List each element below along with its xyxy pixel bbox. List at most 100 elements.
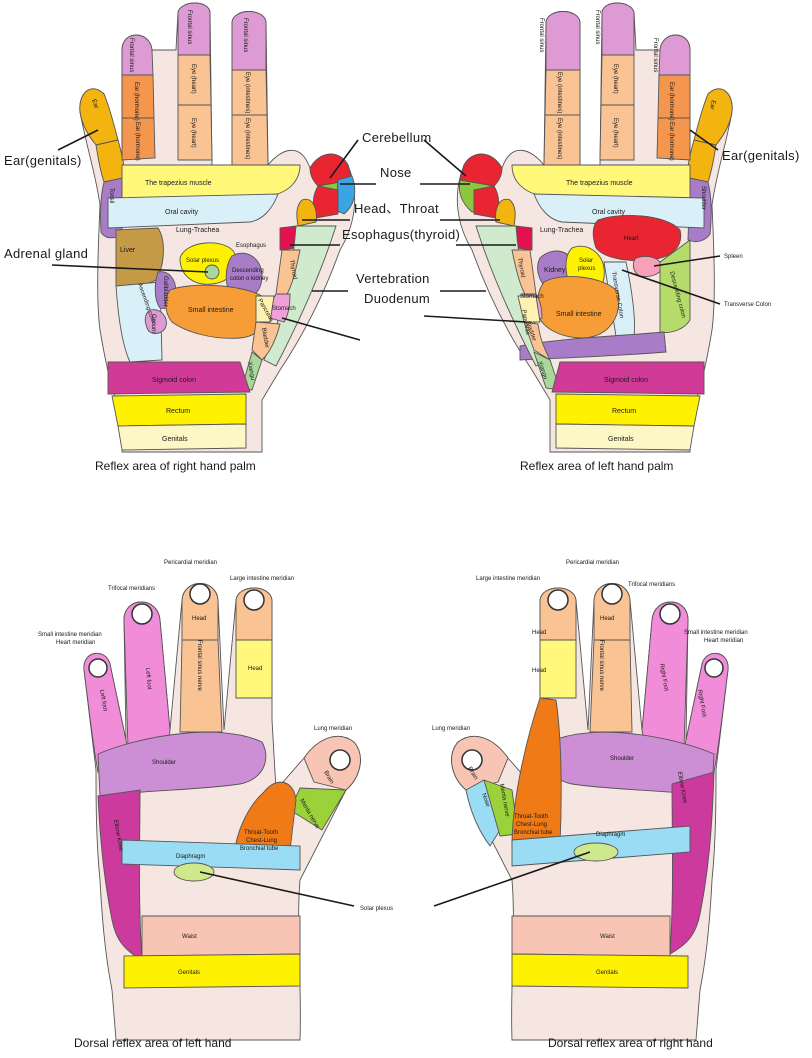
right-small-intestine [165, 284, 267, 339]
dorsal-right-ring-nail [659, 603, 681, 625]
label-throat-3: Bronchial tube [514, 830, 553, 836]
right-xiangu [241, 351, 263, 391]
left-small-intestine [536, 276, 620, 339]
label-shoulder: Shoulder [152, 760, 176, 766]
label-heart: Heart [624, 236, 639, 242]
label-waist: Waist [600, 934, 615, 940]
dorsal-left-index-head [235, 639, 273, 699]
label-trapezius: The trapezius muscle [566, 180, 633, 187]
leader-cerebellum-r [329, 139, 359, 179]
dorsal-left-shoulder [97, 731, 267, 797]
label-sigmoid: Sigmoid colon [152, 377, 196, 384]
label-trifocal: Trifocal meridians [628, 582, 675, 588]
right-thumb-red-lower [312, 185, 339, 219]
label-genitals: Genitals [162, 436, 188, 443]
label-rectum: Rectum [166, 408, 190, 415]
dorsal-right-thumb-nose [465, 779, 501, 847]
right-f3-sinus [177, 2, 211, 56]
label-bladder: Bladder [260, 327, 270, 348]
right-thumb-ear-tip [79, 88, 119, 146]
label-eye-heart: Eye (heart) [190, 118, 196, 148]
left-f3-sinus [601, 2, 635, 56]
label-diaphragm: Diaphragm [176, 854, 205, 860]
callout-spleen: Spleen [724, 254, 743, 260]
label-eye-heart: Eye (heart) [190, 64, 196, 94]
label-ear-hormone: Ear (hormone) [668, 82, 674, 121]
caption-left-palm: Reflex area of left hand palm [520, 459, 673, 473]
label-throat-2: Chest-Lung [516, 822, 547, 828]
left-f2-sinus [658, 34, 691, 76]
label-ear: Ear [708, 100, 716, 110]
label-eye-heart: Eye (heart) [612, 64, 618, 94]
right-genitals [117, 423, 247, 451]
leader-spleen [653, 255, 721, 267]
label-shoulder: Shoulder [700, 186, 706, 210]
right-pancreas [255, 295, 275, 323]
label-ear: Ear [90, 99, 99, 110]
left-purple-band [519, 331, 667, 361]
dorsal-right-labels: Pericardial meridian Trifocal meridians … [432, 560, 748, 976]
label-head-3: Head [532, 668, 546, 674]
dorsal-right-waist [511, 915, 671, 957]
dorsal-left-ring-nail [131, 603, 153, 625]
right-f2-ear2 [121, 117, 156, 161]
label-eye-heart: Eye (heart) [612, 118, 618, 148]
label-eye-intestines: Eye (intestines) [556, 118, 562, 159]
label-desc-kidney-2: colon o kidney [230, 276, 268, 282]
dorsal-right-middle-shaft [589, 639, 633, 733]
dorsal-right-hand [451, 583, 729, 1041]
left-palm-hand [456, 2, 733, 453]
label-diaphragm: Diaphragm [596, 832, 625, 838]
left-f4-sinus [545, 11, 581, 71]
label-ear-hormone: Ear (hormone) [668, 122, 674, 161]
label-solar-2: plexus [578, 266, 595, 272]
caption-left-dorsal: Dorsal reflex area of left hand [74, 1036, 231, 1050]
leader-ear-l [689, 129, 719, 151]
palm-callouts: Cerebellum Nose Head、Throat Esophagus(th… [4, 129, 799, 341]
left-pancreas [517, 295, 541, 323]
callout-solar-plexus: Solar plexus [360, 906, 393, 912]
dorsal-left-hand [83, 583, 361, 1041]
label-frontal-sinus: Frontal sinus [186, 10, 192, 44]
leader-solar-right [433, 851, 591, 907]
label-trapezius: The trapezius muscle [145, 180, 212, 187]
label-throat-1: Throat-Tooth [514, 814, 548, 820]
callout-transverse: Transverse Colon [724, 302, 771, 308]
label-eye-intestines: Eye (intestines) [244, 72, 250, 113]
label-esophagus: Esophagus [236, 243, 266, 249]
leader-ear-r [57, 129, 99, 151]
dorsal-right-solar-plexus [573, 842, 619, 862]
label-left-foot-1: Left foot [98, 689, 108, 712]
label-desc-kidney-1: Descending [232, 268, 264, 274]
label-pericardial: Pericardial meridian [566, 560, 619, 566]
label-eye-intestines: Eye (intestines) [244, 118, 250, 159]
label-throat-1: Throat-Tooth [244, 830, 278, 836]
label-tonsil: Tonsil [108, 188, 114, 203]
label-thyroid: Thyroid [516, 257, 525, 278]
label-xiangu: Xiangu [246, 361, 255, 380]
dorsal-left-genitals [123, 953, 301, 989]
label-solar-plexus: Solar plexus [186, 258, 219, 264]
callout-duodenum: Duodenum [364, 291, 430, 306]
label-throat-2: Chest-Lung [246, 838, 277, 844]
label-cecum: Cecum [150, 314, 156, 333]
leader-duo-r [281, 317, 361, 341]
label-right-foot-1: Right Foot [658, 663, 669, 692]
dorsal-right-little-nail [704, 658, 724, 678]
dorsal-left-little [83, 653, 131, 773]
label-frontal-sinus: Frontal sinus [242, 18, 248, 52]
label-oral-cavity: Oral cavity [165, 209, 199, 216]
label-head-2: Head [532, 630, 546, 636]
label-head-1: Head [600, 616, 614, 622]
label-right-foot-2: Right Foot [696, 689, 707, 718]
dorsal-left-index-nail [243, 589, 265, 611]
label-waist: Waist [182, 934, 197, 940]
dorsal-left-waist [141, 915, 301, 957]
left-head-throat-gold [495, 198, 516, 227]
label-shoulder: Shoulder [610, 756, 634, 762]
label-rectum: Rectum [612, 408, 636, 415]
leader-solar-left [199, 871, 355, 907]
label-frontal-sinus: Frontal sinus [652, 38, 658, 72]
